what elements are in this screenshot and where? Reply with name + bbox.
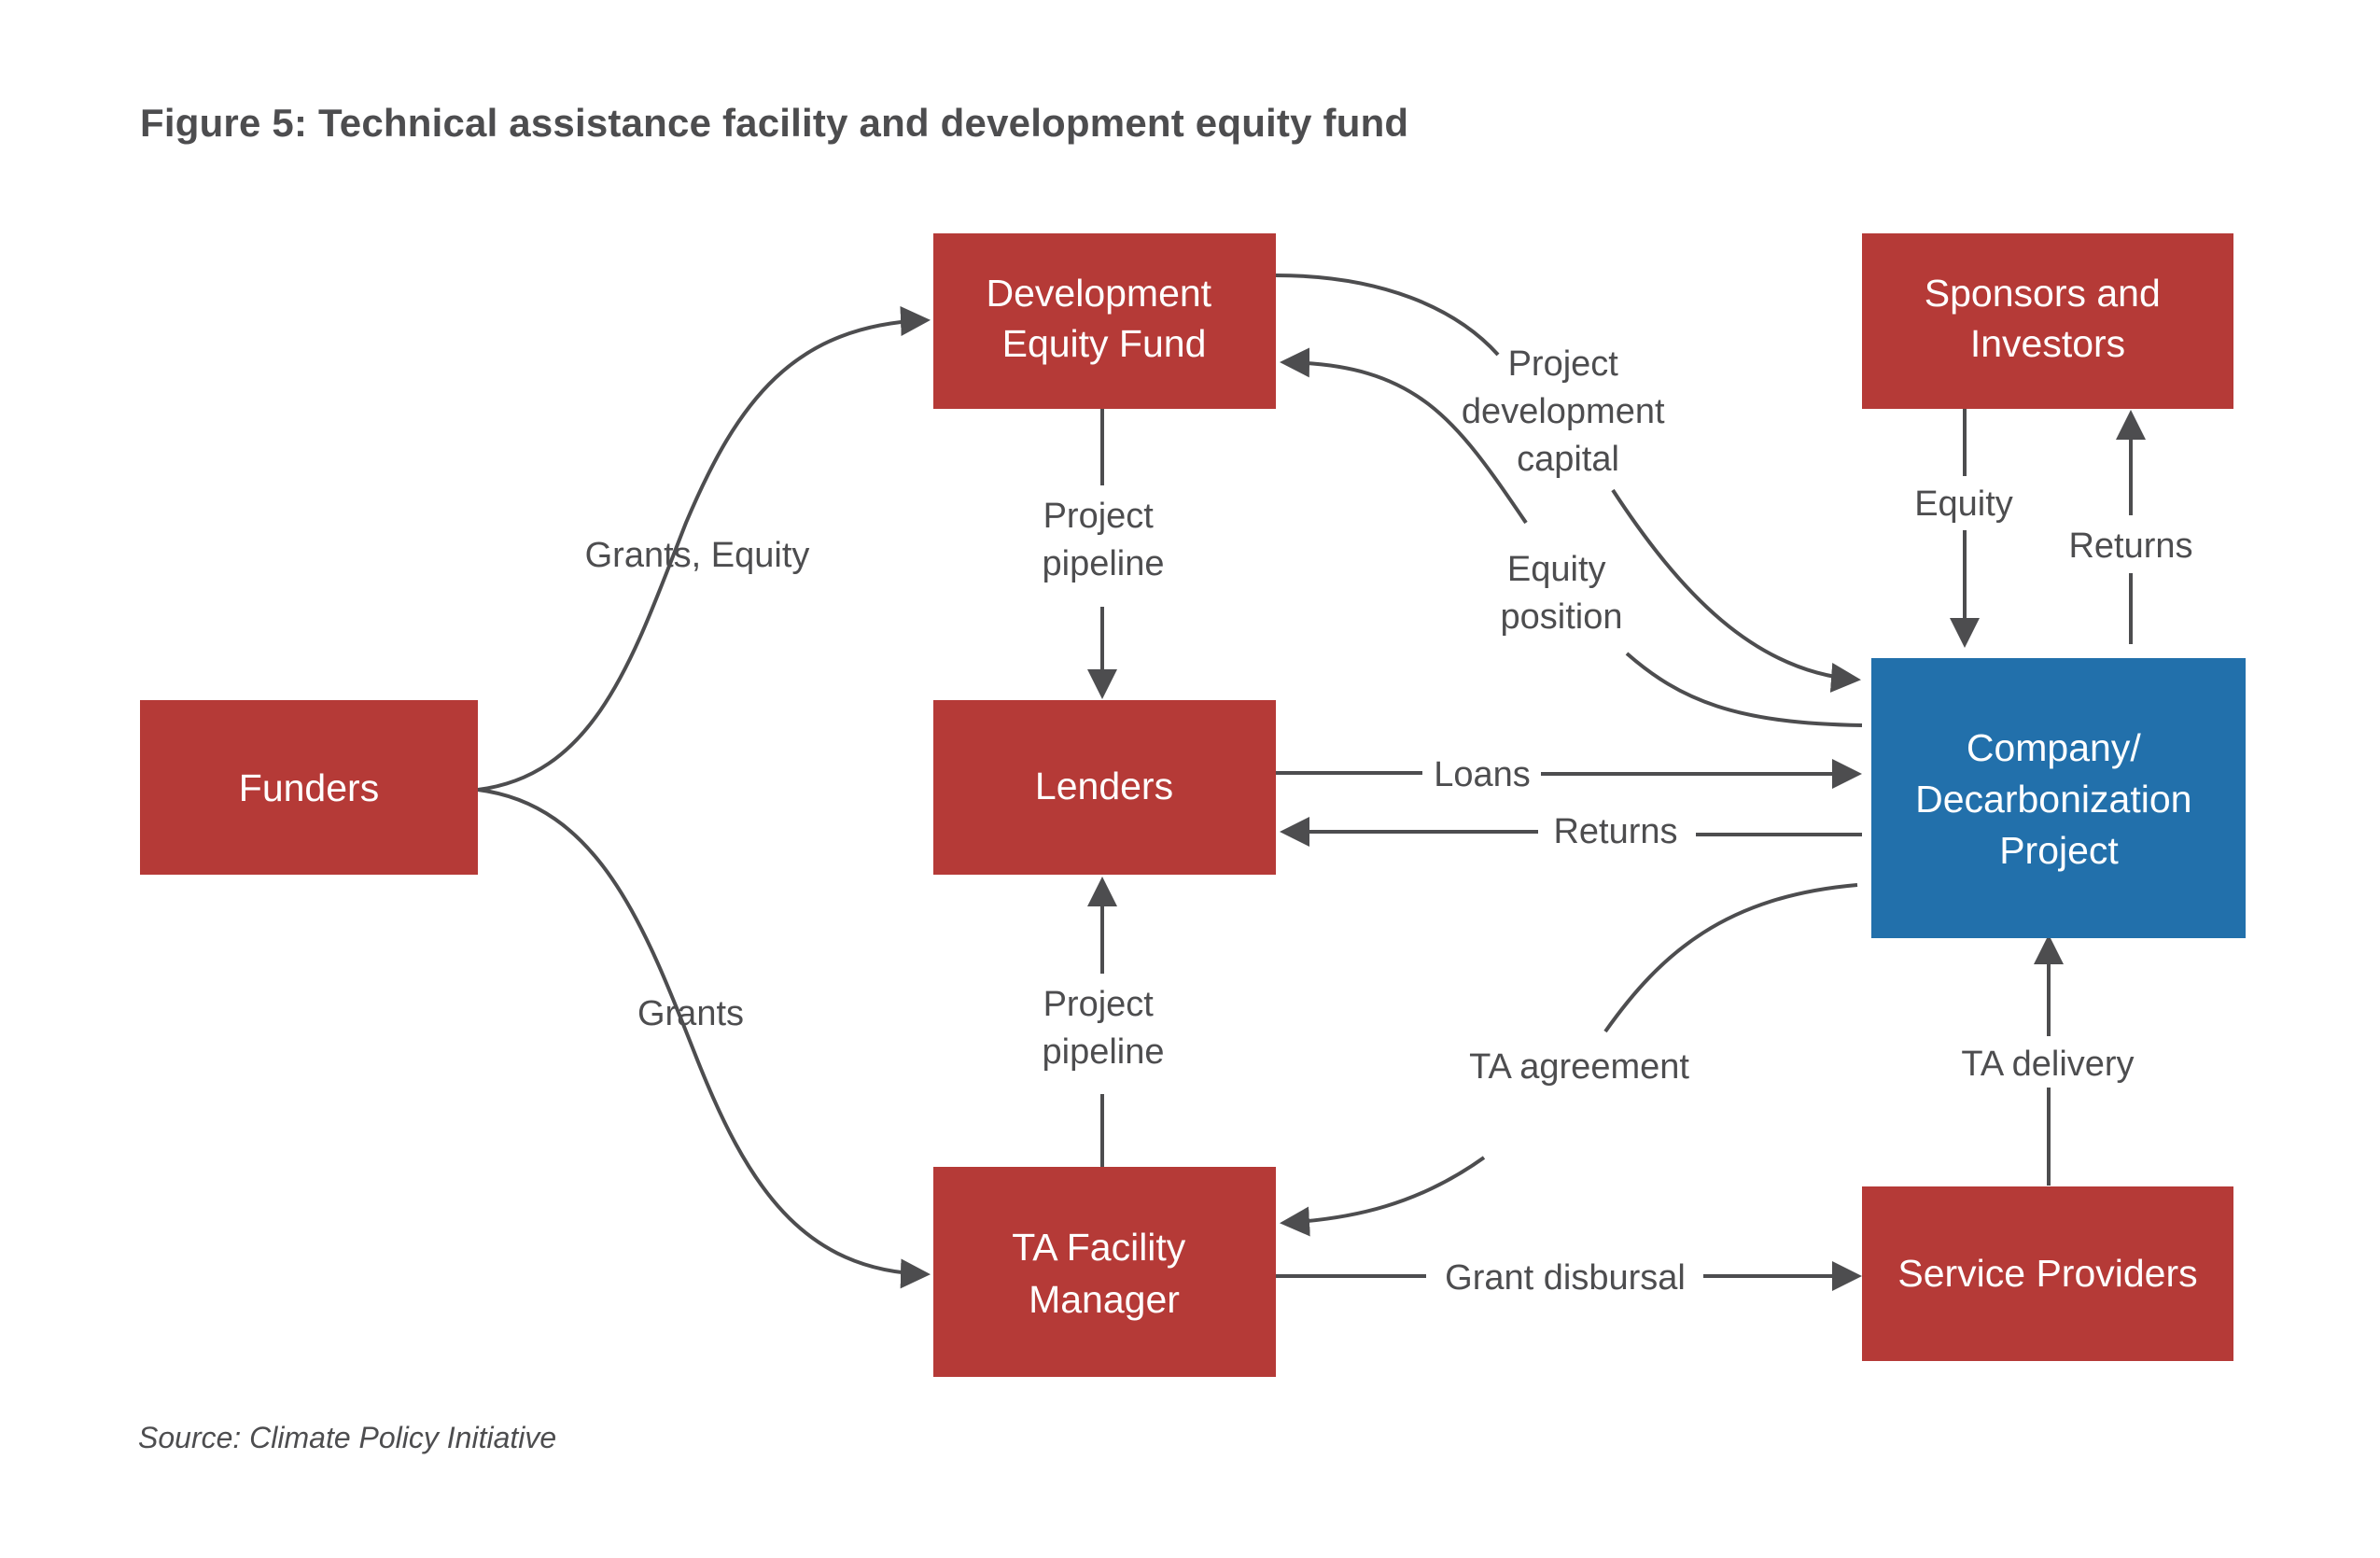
node-development-equity-fund-box [933, 233, 1276, 409]
label-project-pipeline-bottom: Project pipeline [1043, 985, 1165, 1072]
label-equity: Equity [1914, 484, 2013, 524]
arrows [477, 274, 2131, 1289]
node-lenders: Lenders [933, 700, 1276, 875]
label-returns-sponsors: Returns [2068, 526, 2192, 566]
source-note: Source: Climate Policy Initiative [138, 1421, 557, 1454]
arrow-company-to-dev-fund [1283, 362, 1863, 727]
label-project-pipeline-top: Project pipeline [1043, 497, 1165, 583]
node-development-equity-fund: Development Equity Fund [933, 233, 1276, 409]
label-grant-disbursal: Grant disbursal [1445, 1258, 1686, 1298]
node-sponsors-and-investors-box [1862, 233, 2233, 409]
node-service-providers: Service Providers [1862, 1186, 2233, 1361]
label-project-development-capital: Project development capital [1462, 344, 1674, 479]
node-funders-label: Funders [239, 766, 379, 809]
label-ta-agreement: TA agreement [1469, 1047, 1689, 1087]
label-equity-position: Equity position [1501, 550, 1623, 637]
node-service-providers-label: Service Providers [1897, 1252, 2197, 1295]
arrow-company-to-lenders [1283, 832, 1862, 835]
node-ta-facility-manager-box [933, 1167, 1276, 1377]
node-lenders-label: Lenders [1035, 765, 1173, 807]
node-company-decarbonization-project-box [1871, 658, 2246, 938]
node-funders-box [140, 700, 478, 875]
node-sponsors-and-investors: Sponsors and Investors [1862, 233, 2233, 409]
label-grants: Grants [637, 994, 744, 1033]
arrow-funders-to-dev-fund [477, 306, 931, 792]
label-returns-lenders: Returns [1553, 812, 1677, 851]
figure-title: Figure 5: Technical assistance facility … [140, 101, 1409, 145]
node-company-decarbonization-project: Company/ Decarbonization Project [1871, 658, 2246, 938]
arrow-dev-fund-to-company [1275, 274, 1857, 680]
arrow-funders-to-ta-manager [477, 788, 931, 1289]
node-ta-facility-manager-label: TA Facility Manager [1012, 1226, 1196, 1321]
node-ta-facility-manager: TA Facility Manager [933, 1167, 1276, 1377]
arrow-ta-agreement [1283, 883, 1858, 1223]
arrow-lenders-to-company [1276, 773, 1858, 774]
label-loans: Loans [1434, 755, 1531, 794]
label-grants-equity: Grants, Equity [585, 536, 810, 575]
node-lenders-box [933, 700, 1276, 875]
node-development-equity-fund-label: Development Equity Fund [987, 272, 1223, 365]
node-sponsors-and-investors-label: Sponsors and Investors [1925, 272, 2171, 365]
label-ta-delivery: TA delivery [1961, 1045, 2134, 1084]
node-funders: Funders [140, 700, 478, 875]
node-company-decarbonization-project-label: Company/ Decarbonization Project [1915, 726, 2203, 872]
node-service-providers-box [1862, 1186, 2233, 1361]
